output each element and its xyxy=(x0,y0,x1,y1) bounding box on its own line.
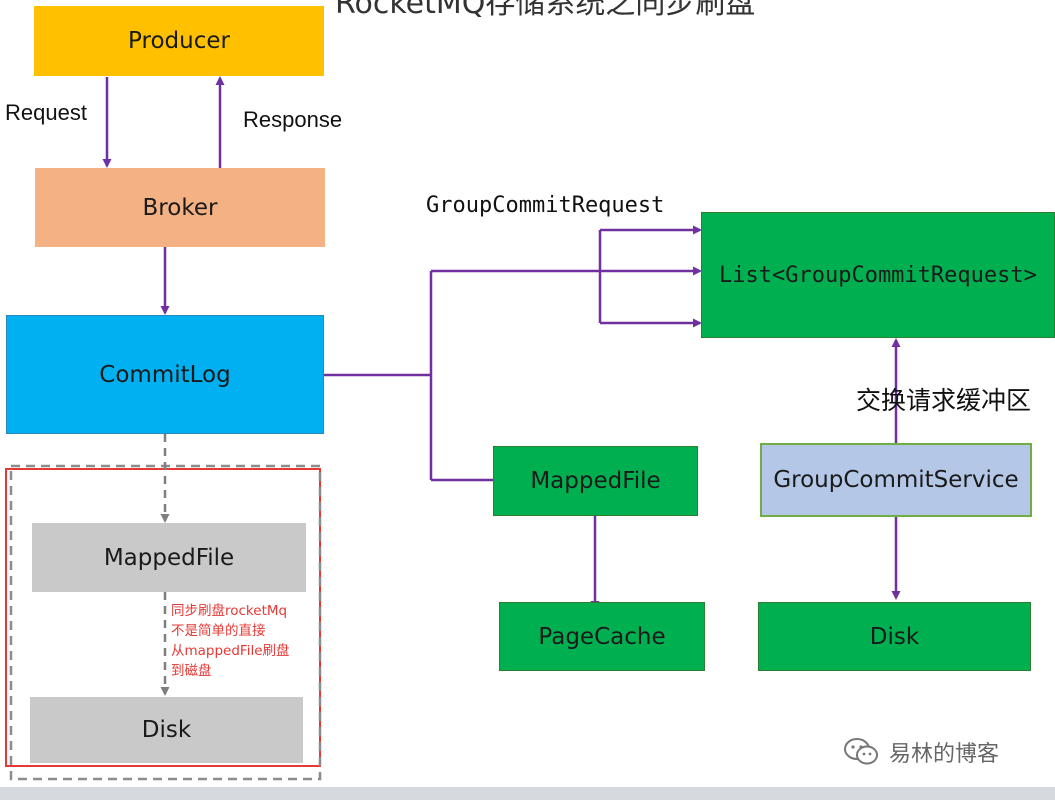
producer-node: Producer xyxy=(34,6,324,76)
sync-flush-note: 同步刷盘rocketMq 不是简单的直接 从mappedFile刷盘 到磁盘 xyxy=(171,601,290,681)
note-line-1: 同步刷盘rocketMq xyxy=(171,603,288,619)
watermark-text: 易林的博客 xyxy=(889,742,1000,767)
response-label: Response xyxy=(243,107,343,132)
note-line-3: 从mappedFile刷盘 xyxy=(171,643,290,659)
group-commit-request-label: GroupCommitRequest xyxy=(426,193,665,218)
wechat-icon xyxy=(843,737,881,767)
highlight-frame xyxy=(5,468,321,767)
commitlog-node: CommitLog xyxy=(6,315,324,434)
disk-left-node: Disk xyxy=(30,697,303,763)
request-list-node: List<GroupCommitRequest> xyxy=(701,212,1055,338)
note-line-2: 不是简单的直接 xyxy=(171,623,266,639)
watermark: 易林的博客 xyxy=(843,736,999,768)
broker-node: Broker xyxy=(35,168,325,247)
mappedfile-mid-node: MappedFile xyxy=(493,446,698,516)
diagram-title: RocketMQ存储系统之同步刷盘 xyxy=(335,0,756,21)
note-line-4: 到磁盘 xyxy=(171,663,212,679)
bottom-strip xyxy=(0,787,1055,800)
group-commit-service-node: GroupCommitService xyxy=(760,443,1032,517)
mappedfile-left-node: MappedFile xyxy=(32,523,306,592)
request-label: Request xyxy=(5,100,87,125)
swap-buffer-label: 交换请求缓冲区 xyxy=(856,386,1032,415)
disk-right-node: Disk xyxy=(758,602,1031,671)
pagecache-node: PageCache xyxy=(499,602,705,671)
